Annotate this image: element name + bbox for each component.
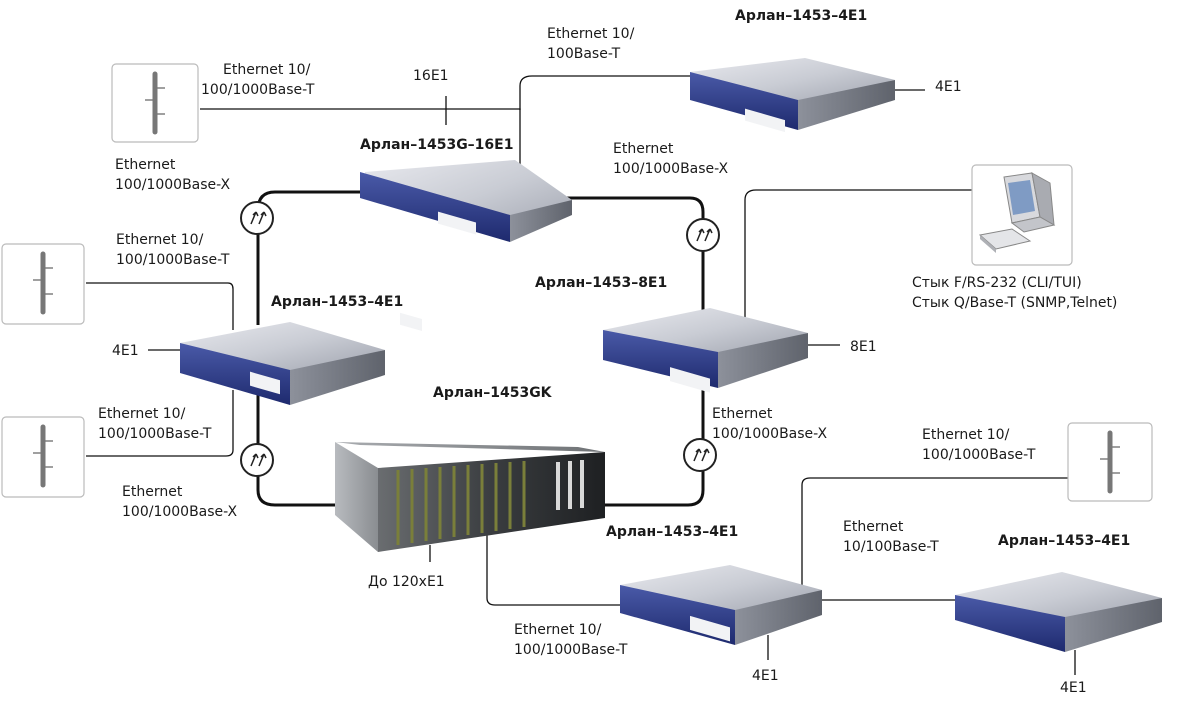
- label-gk-120: До 120хE1: [368, 574, 445, 590]
- label-rx-1: Ethernet: [613, 141, 674, 157]
- label-bm-2: 10/100Base-T: [843, 539, 939, 555]
- label-bb-2: 100/1000Base-T: [514, 642, 628, 658]
- label-left-4e1: 4E1: [112, 343, 139, 359]
- label-bl-2: 100/1000Base-X: [122, 504, 238, 520]
- label-lx-1: Ethernet: [115, 157, 176, 173]
- device-left4: [180, 322, 385, 405]
- device-bottom4b: [955, 572, 1162, 652]
- label-b2-4e1: 4E1: [1060, 680, 1087, 696]
- label-b1-4e1: 4E1: [752, 668, 779, 684]
- port-blocks: [250, 108, 785, 642]
- label-top-4e1: 4E1: [935, 79, 962, 95]
- label-rr-1: Ethernet 10/: [922, 427, 1010, 443]
- label-hub16: Арлан–1453G–16E1: [360, 137, 514, 153]
- label-mid-8e1: 8E1: [850, 339, 877, 355]
- label-bottom4a: Арлан–1453–4E1: [606, 524, 739, 540]
- device-bottom4a: [620, 565, 822, 645]
- label-bottom4b: Арлан–1453–4E1: [998, 533, 1131, 549]
- label-ml-1: Ethernet 10/: [116, 232, 204, 248]
- label-tl-1: Ethernet 10/: [223, 62, 311, 78]
- label-rx-2: 100/1000Base-X: [613, 161, 729, 177]
- label-16e1: 16E1: [413, 68, 449, 84]
- label-lx-2: 100/1000Base-X: [115, 177, 231, 193]
- label-mr-2: 100/1000Base-X: [712, 426, 828, 442]
- device-gk: [335, 442, 605, 552]
- label-bl-1: Ethernet: [122, 484, 183, 500]
- label-left4: Арлан–1453–4E1: [271, 294, 404, 310]
- phone-pole-boxes: [1, 63, 1153, 502]
- label-bb-1: Ethernet 10/: [514, 622, 602, 638]
- label-pc-1: Стык F/RS-232 (CLI/TUI): [912, 275, 1082, 291]
- computer-icon: [971, 164, 1073, 266]
- label-bm-1: Ethernet: [843, 519, 904, 535]
- label-ll-1: Ethernet 10/: [98, 406, 186, 422]
- label-ll-2: 100/1000Base-T: [98, 426, 212, 442]
- label-top4: Арлан–1453–4E1: [735, 8, 868, 24]
- label-mr-1: Ethernet: [712, 406, 773, 422]
- device-mid8: [603, 308, 808, 388]
- label-pc-2: Стык Q/Base-T (SNMP,Telnet): [912, 295, 1118, 311]
- device-top4: [690, 58, 895, 130]
- label-top-1: Ethernet 10/: [547, 26, 635, 42]
- label-rr-2: 100/1000Base-T: [922, 447, 1036, 463]
- label-gk: Арлан–1453GK: [433, 385, 552, 401]
- thin-links: [86, 75, 1076, 675]
- label-top-2: 100Base-T: [547, 46, 621, 62]
- label-mid8: Арлан–1453–8E1: [535, 275, 668, 291]
- label-tl-2: 100/1000Base-T: [201, 82, 315, 98]
- label-ml-2: 100/1000Base-T: [116, 252, 230, 268]
